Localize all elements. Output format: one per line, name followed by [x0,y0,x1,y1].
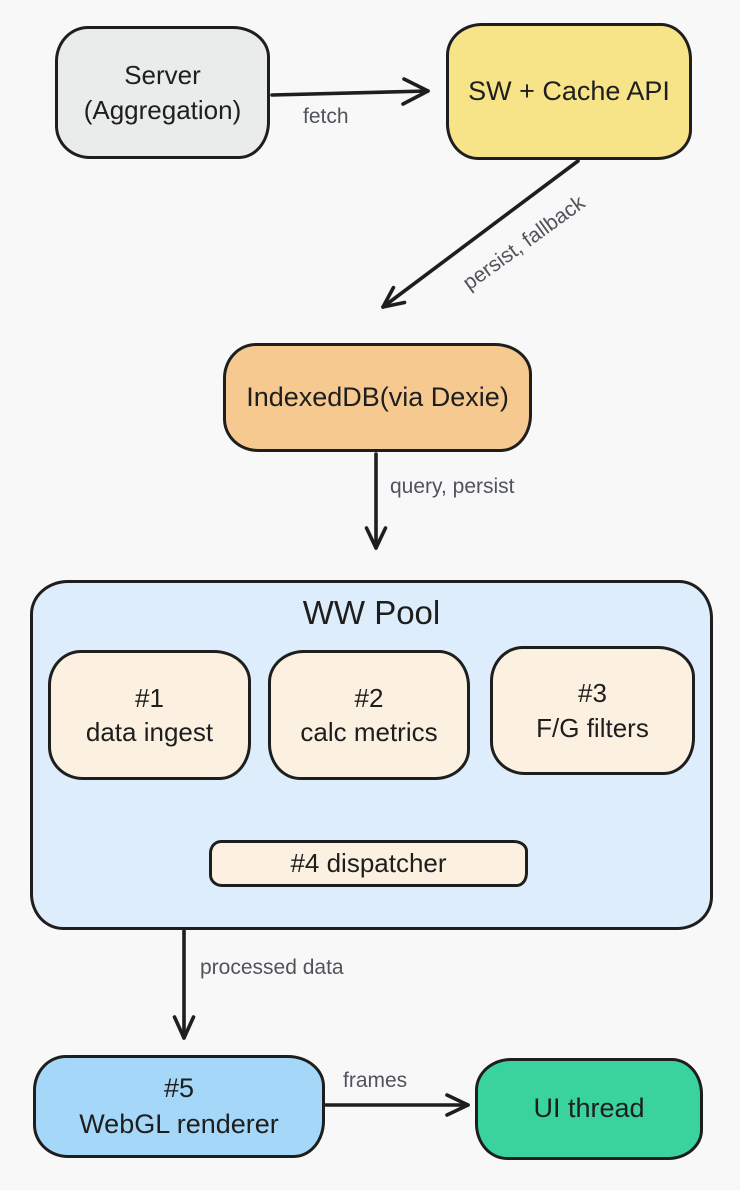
server-node: Server (Aggregation) [55,26,270,159]
query-persist-arrow [364,452,388,550]
worker4-dispatcher-node: #4 dispatcher [209,840,528,887]
worker3-label: F/G filters [536,712,649,743]
fetch-arrow [270,77,430,106]
server-label-line2: (Aggregation) [83,94,242,125]
query-persist-edge-label: query, persist [390,475,515,498]
worker2-node: #2 calc metrics [268,650,470,780]
worker5-webgl-node: #5 WebGL renderer [33,1055,325,1158]
worker5-label: WebGL renderer [79,1108,279,1139]
worker3-number: #3 [578,678,607,709]
worker2-number: #2 [354,682,384,713]
worker3-node: #3 F/G filters [490,646,695,775]
sw-cache-api-node: SW + Cache API [446,23,692,160]
ui-thread-label: UI thread [533,1093,645,1124]
indexeddb-node: IndexedDB(via Dexie) [223,343,532,452]
worker1-number: #1 [135,682,164,713]
ww-pool-title: WW Pool [302,594,441,631]
worker5-number: #5 [163,1072,195,1103]
frames-arrow [324,1093,470,1117]
worker4-label: #4 dispatcher [290,848,447,879]
worker1-node: #1 data ingest [48,650,251,780]
sw-cache-api-label: SW + Cache API [468,75,670,106]
worker2-label: calc metrics [300,717,438,747]
persist-fallback-edge-label: persist, fallback [458,191,590,295]
processed-data-edge-label: processed data [200,956,344,979]
worker1-label: data ingest [85,717,214,747]
fetch-edge-label: fetch [303,105,349,128]
frames-edge-label: frames [343,1069,408,1092]
processed-data-arrow [172,929,196,1040]
server-label-line1: Server [124,60,201,91]
indexeddb-label: IndexedDB(via Dexie) [246,381,509,412]
ui-thread-node: UI thread [475,1058,703,1160]
